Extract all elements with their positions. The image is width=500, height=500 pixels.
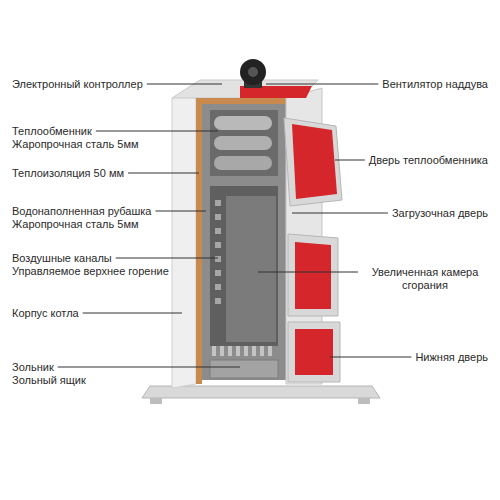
leader-line (266, 84, 378, 85)
leader-line (116, 258, 218, 259)
leader-line (128, 173, 199, 174)
fan-hub (248, 67, 258, 77)
leader-line (96, 131, 218, 132)
door-frame (288, 322, 340, 382)
lower-door (295, 329, 333, 375)
leader-line (258, 272, 358, 273)
chamber-back-wall (226, 196, 276, 342)
boiler-base (142, 386, 380, 398)
part-label: Зольный ящик (12, 374, 86, 387)
part-label: Водонаполненная рубашка (12, 205, 151, 218)
part-label: Дверь теплообменника (369, 154, 488, 167)
insulation (196, 98, 300, 104)
boiler-leg (358, 398, 370, 404)
leader-line (155, 211, 206, 212)
leader-line (330, 357, 411, 358)
boiler-leg (150, 398, 162, 404)
part-label: Увеличенная камера сгорания (362, 266, 488, 292)
part-label: Теплообменник (12, 125, 92, 138)
leader-line (292, 213, 388, 214)
leader-line (83, 313, 182, 314)
part-label: Зольник (12, 361, 54, 374)
leader-line (147, 84, 222, 85)
part-label: Теплоизоляция 50 мм (12, 167, 124, 180)
part-label: Корпус котла (12, 307, 79, 320)
leader-line (335, 160, 365, 161)
heat-exchanger (210, 110, 278, 176)
part-label: Жаропрочная сталь 5мм (12, 218, 139, 231)
door-frame (284, 118, 342, 206)
part-label: Нижняя дверь (415, 351, 488, 364)
fan (240, 59, 266, 85)
heat-exchanger-door (292, 124, 337, 199)
part-label: Жаропрочная сталь 5мм (12, 138, 139, 151)
part-label: Электронный контроллер (12, 78, 143, 91)
boiler-casing (172, 92, 196, 388)
water-jacket (202, 104, 286, 380)
ash-pan (210, 360, 278, 378)
insulation (196, 98, 202, 384)
heat-exchanger-tube (214, 136, 272, 150)
part-label: Вентилятор наддува (382, 78, 488, 91)
heat-exchanger-tube (214, 156, 272, 170)
loading-door (295, 242, 331, 309)
part-label: Воздушные каналы (12, 252, 112, 265)
part-label: Загрузочная дверь (392, 207, 488, 220)
part-label: Управляемое верхнее горение (12, 265, 169, 278)
air-channels (215, 200, 221, 304)
leader-line (58, 367, 240, 368)
combustion-chamber (210, 186, 278, 346)
door-frame (288, 234, 338, 316)
heat-exchanger-tube (214, 116, 272, 130)
grate (212, 346, 272, 356)
